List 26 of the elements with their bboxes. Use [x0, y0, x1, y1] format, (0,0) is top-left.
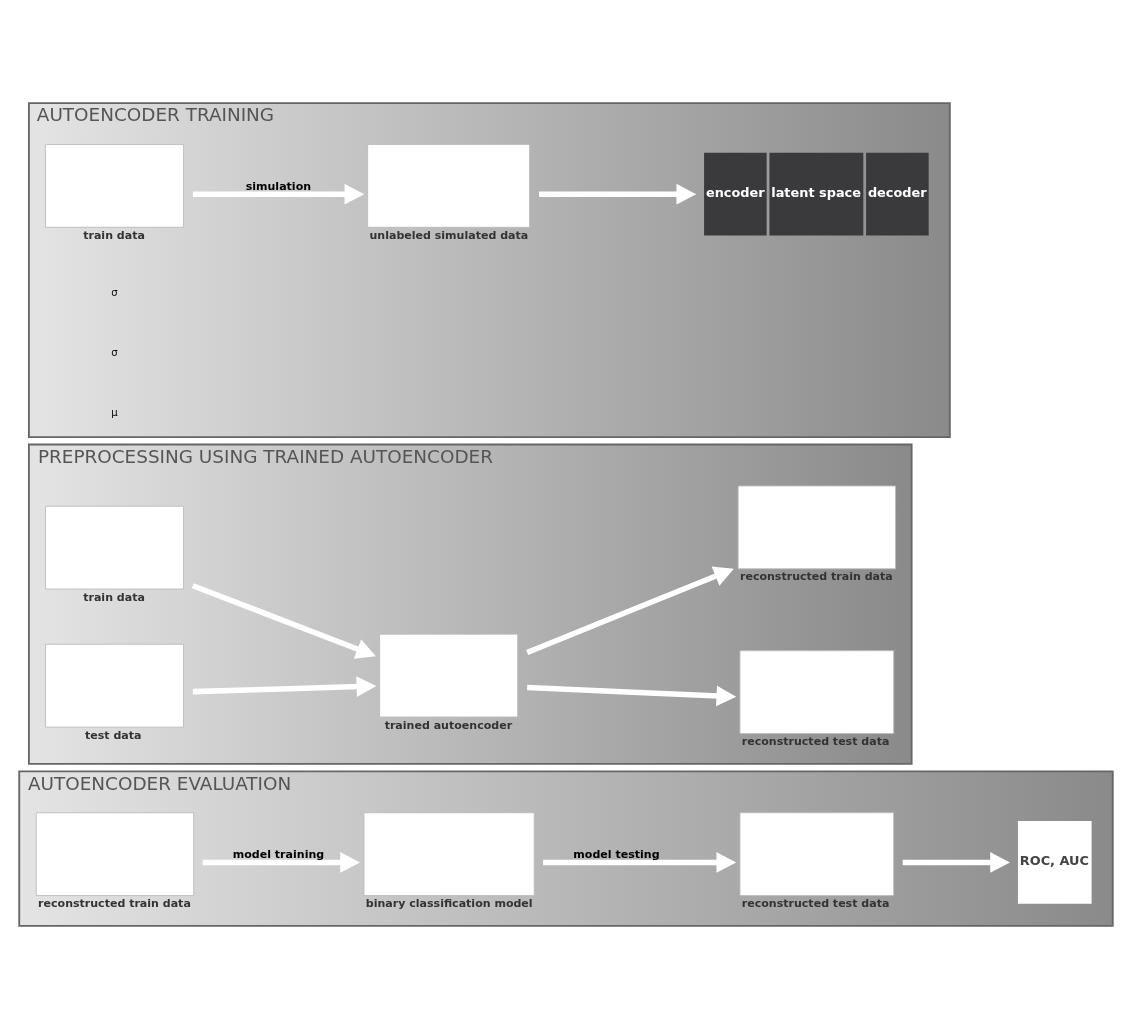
node-label: reconstructed test data — [741, 735, 890, 749]
node-label: reconstructed train data — [739, 570, 893, 584]
label: σ — [111, 287, 118, 299]
label: μ — [111, 406, 118, 418]
arrow — [543, 852, 737, 873]
arrow — [202, 852, 360, 873]
arrow — [191, 583, 376, 659]
node-label: binary classification model — [365, 897, 533, 911]
node-label: train data — [83, 590, 145, 604]
edge-label: model testing — [573, 848, 660, 862]
node-label: reconstructed test data — [741, 897, 890, 911]
node-box: ROC, AUC — [1017, 821, 1092, 904]
label: σ — [111, 346, 118, 358]
arrow — [192, 676, 377, 697]
arrow — [192, 183, 365, 205]
node-label: trained autoencoder — [384, 718, 513, 732]
node-label: train data — [83, 228, 145, 242]
arrow — [539, 183, 697, 205]
arrow — [902, 852, 1010, 873]
arrow — [527, 684, 737, 707]
node-label: test data — [85, 728, 142, 742]
node-label: reconstructed train data — [38, 897, 191, 911]
edge-label: simulation — [245, 180, 312, 194]
node-label: unlabeled simulated data — [369, 228, 529, 242]
arrow — [526, 566, 734, 655]
edge-label: model training — [232, 848, 325, 862]
